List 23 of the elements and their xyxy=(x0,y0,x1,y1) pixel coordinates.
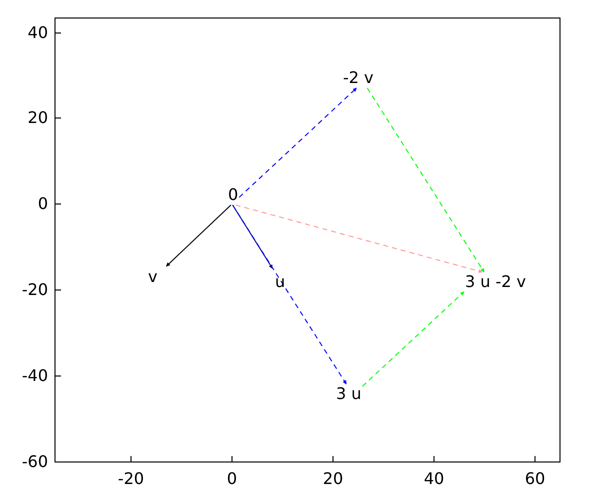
vector-label: 3 u xyxy=(336,385,362,403)
vector-label: -2 v xyxy=(343,69,374,87)
vector-arrow xyxy=(362,291,464,387)
vector-label: 3 u -2 v xyxy=(465,273,526,291)
axis-tick-label: 0 xyxy=(36,195,48,213)
axis-tick-label: 60 xyxy=(524,470,546,488)
axis-tick-label: 40 xyxy=(422,470,446,488)
axis-tick-label: 20 xyxy=(322,470,344,488)
axis-tick-label: 0 xyxy=(226,470,238,488)
axis-tick-label: -60 xyxy=(20,453,48,471)
vector-arrow xyxy=(166,204,232,267)
axis-tick-label: -20 xyxy=(20,281,48,299)
vector-arrow xyxy=(235,204,483,273)
axis-tick-label: 40 xyxy=(26,24,48,42)
vector-label: 0 xyxy=(228,186,238,204)
axis-tick-label: -20 xyxy=(116,470,146,488)
axis-tick-label: 20 xyxy=(26,109,48,127)
vector-arrow xyxy=(238,88,358,198)
vector-arrow xyxy=(366,88,485,272)
vector-arrow xyxy=(232,204,347,384)
vector-label: v xyxy=(148,268,158,286)
vector-label: u xyxy=(275,273,286,291)
axis-tick-label: -40 xyxy=(20,367,48,385)
